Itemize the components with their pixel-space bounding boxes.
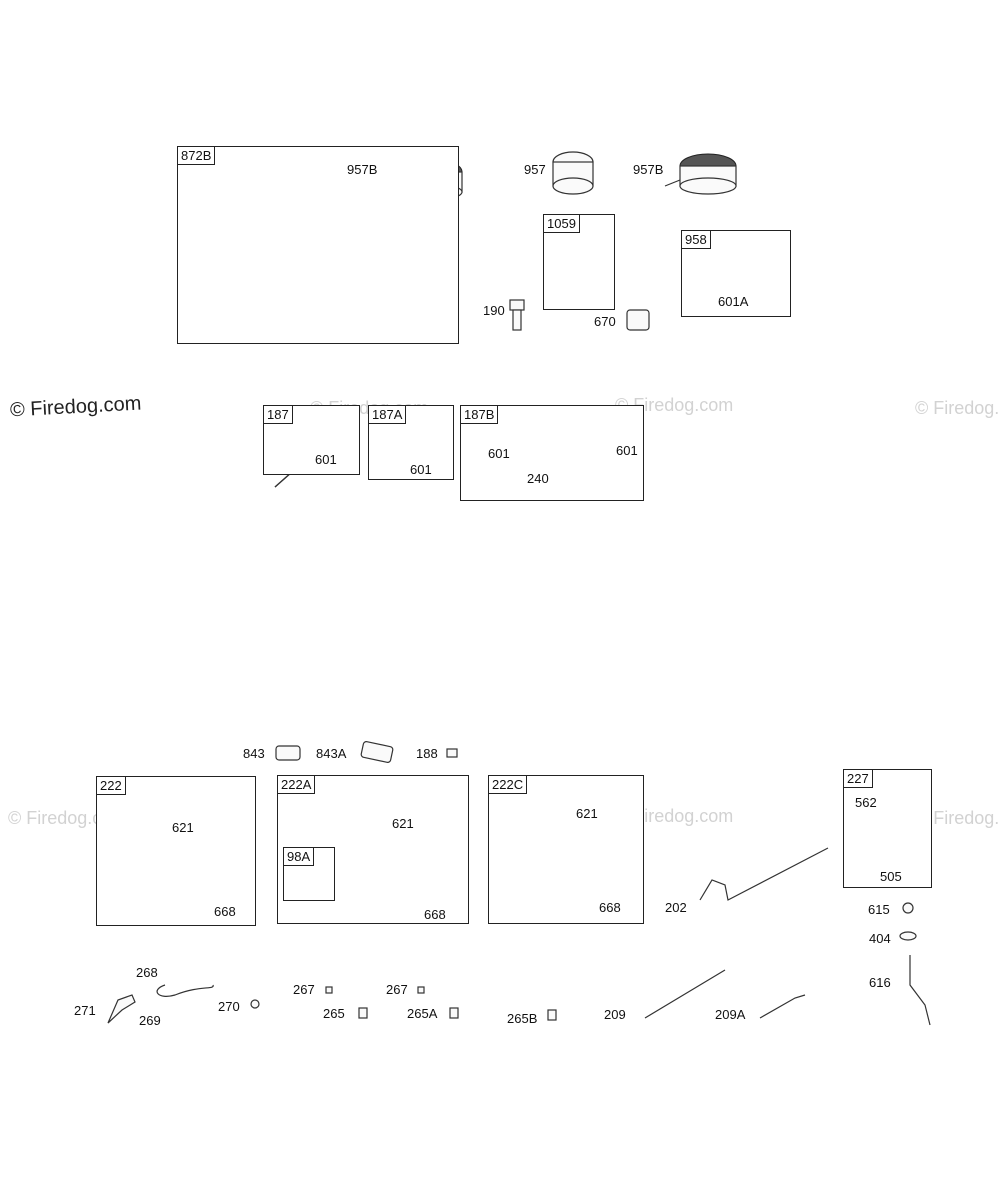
watermark: © Firedog.com <box>615 395 734 415</box>
box-tag-872b: 872B <box>177 146 216 165</box>
part-label: 670 <box>594 314 616 329</box>
part-label: 505 <box>880 869 902 884</box>
part-label: 621 <box>576 806 598 821</box>
bolt-190-drawing <box>509 299 525 331</box>
part-label: 601 <box>315 452 337 467</box>
watermark: © Firedog.com <box>615 806 734 826</box>
part-label: 616 <box>869 975 891 990</box>
bushing-670-drawing <box>626 309 650 331</box>
part-label: 601A <box>718 294 749 309</box>
box-227 <box>843 769 932 888</box>
part-label: 190 <box>483 303 505 318</box>
watermark: © Firedog.com <box>915 808 1000 828</box>
fuel-cap-957b-b-drawing <box>664 153 737 195</box>
box-tag-98a: 98A <box>283 847 315 866</box>
part-label: 601 <box>410 462 432 477</box>
part-label: 269 <box>139 1013 161 1028</box>
box-tag-187: 187 <box>263 405 293 424</box>
box-tag-187b: 187B <box>460 405 499 424</box>
box-tag-958: 958 <box>681 230 711 249</box>
part-label: 240 <box>527 471 549 486</box>
box-tag-222c: 222C <box>488 775 528 794</box>
box-187 <box>263 405 360 475</box>
part-267a-drawing <box>325 986 333 994</box>
watermark: © Firedog.com <box>915 398 1000 418</box>
box-tag-222: 222 <box>96 776 126 795</box>
box-872b <box>177 146 459 344</box>
part-label: 668 <box>599 900 621 915</box>
box-tag-187a: 187A <box>368 405 407 424</box>
rod-616-drawing <box>909 955 931 1026</box>
part-label: 843 <box>243 746 265 761</box>
part-label: 209 <box>604 1007 626 1022</box>
part-265-drawing <box>358 1007 368 1019</box>
governor-link-202-drawing <box>699 847 829 901</box>
part-label: 202 <box>665 900 687 915</box>
part-label: 265B <box>507 1011 538 1026</box>
part-843a-drawing <box>360 741 394 763</box>
part-label: 404 <box>869 931 891 946</box>
box-222 <box>96 776 256 926</box>
part-label: 843A <box>316 746 347 761</box>
nut-615-drawing <box>902 902 914 914</box>
lever-271-drawing <box>107 994 136 1024</box>
cable-268-drawing <box>156 984 214 997</box>
fuel-cap-957-drawing <box>552 151 594 195</box>
nut-270-drawing <box>250 999 260 1009</box>
part-267b-drawing <box>417 986 425 994</box>
part-label: 668 <box>214 904 236 919</box>
part-265a-drawing <box>449 1007 459 1019</box>
part-label: 601 <box>488 446 510 461</box>
part-label: 265A <box>407 1006 438 1021</box>
part-188-drawing <box>446 748 458 758</box>
part-label: 267 <box>386 982 408 997</box>
part-label: 271 <box>74 1003 96 1018</box>
part-label: 267 <box>293 982 315 997</box>
part-label: 957B <box>633 162 664 177</box>
part-label: 188 <box>416 746 438 761</box>
spring-209a-drawing <box>759 994 806 1019</box>
part-label: 621 <box>172 820 194 835</box>
box-tag-222a: 222A <box>277 775 316 794</box>
part-label: 668 <box>424 907 446 922</box>
box-tag-227: 227 <box>843 769 873 788</box>
part-label: 621 <box>392 816 414 831</box>
part-265b-drawing <box>547 1009 557 1021</box>
part-label: 957 <box>524 162 546 177</box>
spring-209-drawing <box>644 969 726 1019</box>
part-label: 268 <box>136 965 158 980</box>
part-label: 209A <box>715 1007 746 1022</box>
part-label: 265 <box>323 1006 345 1021</box>
part-label: 562 <box>855 795 877 810</box>
part-label: 270 <box>218 999 240 1014</box>
part-843-drawing <box>275 745 301 761</box>
part-label: 601 <box>616 443 638 458</box>
part-label: 615 <box>868 902 890 917</box>
washer-404-drawing <box>899 931 917 941</box>
box-tag-1059: 1059 <box>543 214 580 233</box>
box-222c <box>488 775 644 924</box>
part-label: 957B <box>347 162 378 177</box>
